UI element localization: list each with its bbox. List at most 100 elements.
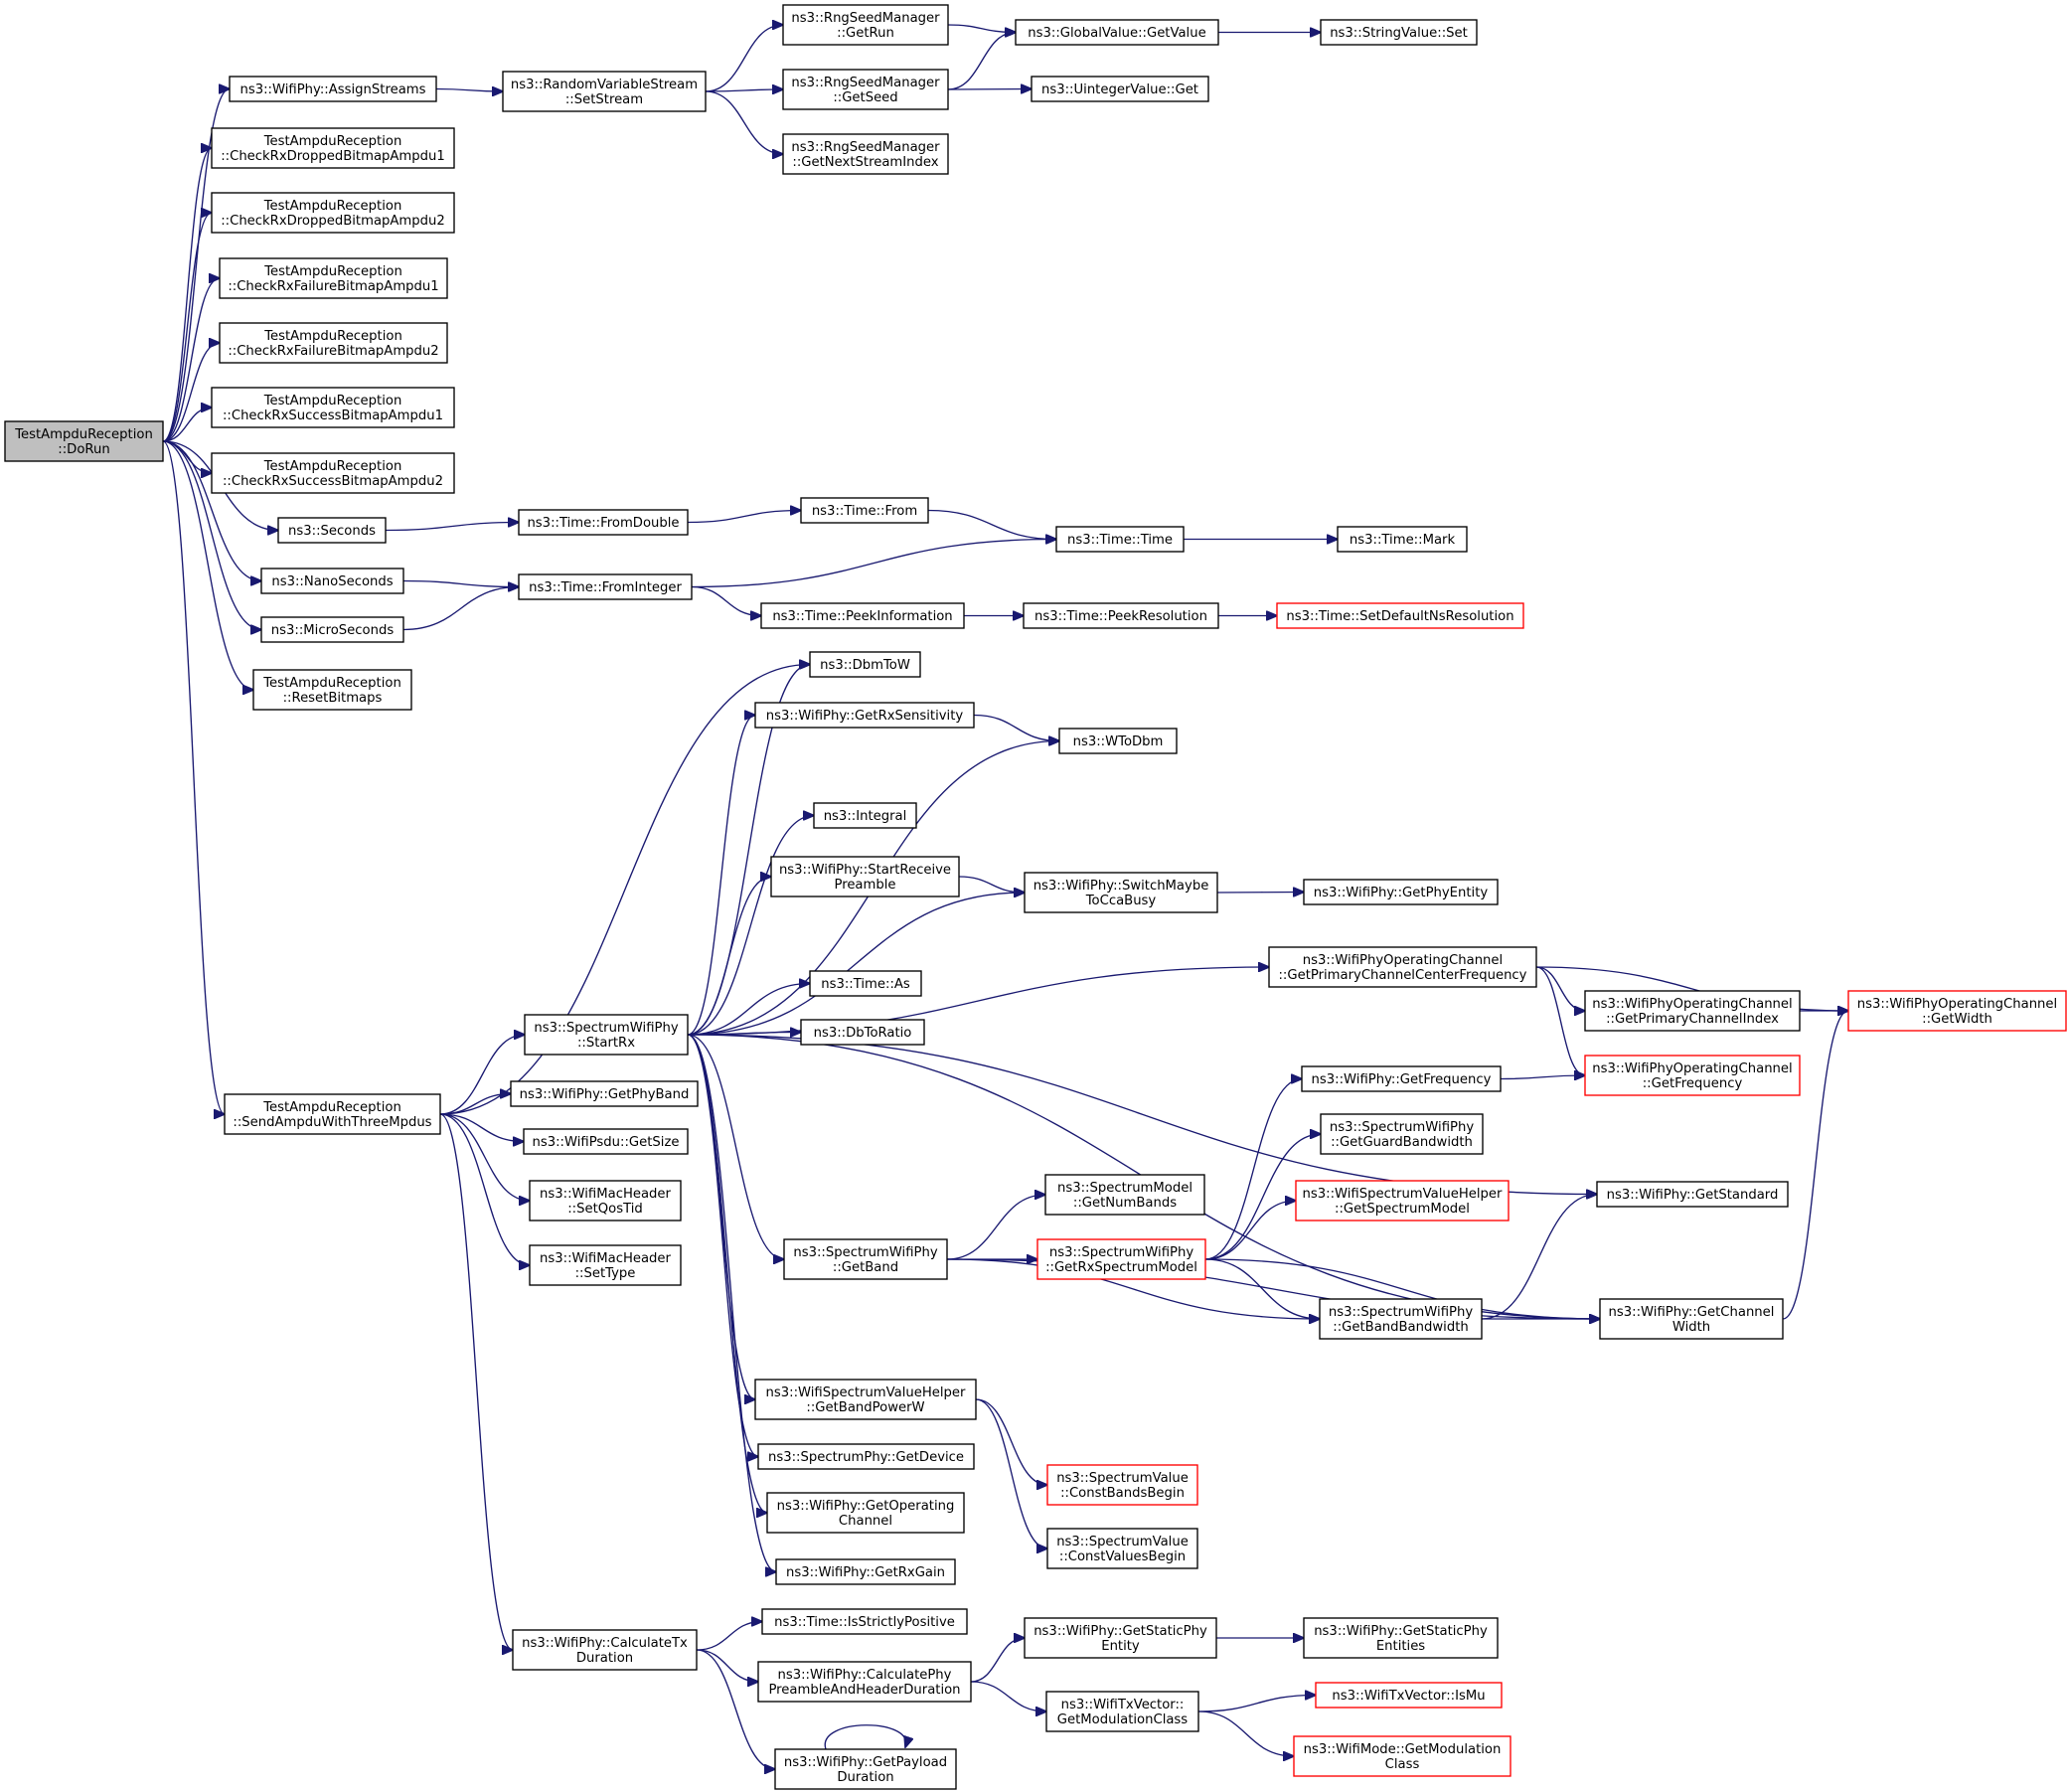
node-n1[interactable]: ns3::WifiPhy::AssignStreams <box>229 76 437 102</box>
node-n27[interactable]: ns3::Time::SetDefaultNsResolution <box>1276 602 1524 629</box>
node-box-n57 <box>1046 1464 1198 1506</box>
node-n35[interactable]: ns3::WifiPhy::GetRxSensitivity <box>754 702 975 729</box>
node-n47[interactable]: ns3::WifiPhy::GetFrequency <box>1301 1065 1502 1092</box>
node-n62[interactable]: ns3::Time::IsStrictlyPositive <box>761 1608 968 1635</box>
nodes-layer: TestAmpduReception::DoRun ns3::WifiPhy::A… <box>4 4 2067 1790</box>
node-n34[interactable]: ns3::DbmToW <box>809 651 921 678</box>
node-n42[interactable]: ns3::DbToRatio <box>800 1019 925 1046</box>
node-n0[interactable]: TestAmpduReception::DoRun <box>4 420 164 462</box>
node-label-n20-0: ns3::Time::FromDouble <box>527 516 679 531</box>
node-box-n30 <box>523 1128 689 1155</box>
node-box-n17 <box>1015 19 1219 46</box>
edge-n43-to-n46 <box>1535 966 1585 1075</box>
node-box-n28 <box>524 1014 689 1056</box>
node-n40[interactable]: ns3::WifiPhy::GetPhyEntity <box>1303 879 1499 905</box>
node-n11[interactable]: TestAmpduReception::ResetBitmaps <box>252 669 412 711</box>
node-n48[interactable]: ns3::SpectrumWifiPhy::GetGuardBandwidth <box>1320 1113 1484 1155</box>
node-n45[interactable]: ns3::WifiPhyOperatingChannel::GetWidth <box>1847 990 2067 1032</box>
node-n52[interactable]: ns3::SpectrumWifiPhy::GetBand <box>783 1238 948 1280</box>
node-box-n44 <box>1584 990 1801 1032</box>
node-label-n63-0: ns3::WifiPhy::CalculatePhy <box>778 1668 952 1683</box>
node-n12[interactable]: TestAmpduReception::SendAmpduWithThreeMp… <box>224 1093 441 1135</box>
node-n28[interactable]: ns3::SpectrumWifiPhy::StartRx <box>524 1014 689 1056</box>
node-label-n68-0: ns3::WifiTxVector::IsMu <box>1332 1689 1485 1704</box>
node-n17[interactable]: ns3::GlobalValue::GetValue <box>1015 19 1219 46</box>
node-n21[interactable]: ns3::Time::FromInteger <box>518 573 693 600</box>
node-n22[interactable]: ns3::Time::From <box>800 497 929 524</box>
node-n43[interactable]: ns3::WifiPhyOperatingChannel::GetPrimary… <box>1268 946 1537 988</box>
node-n56[interactable]: ns3::WifiSpectrumValueHelper::GetBandPow… <box>754 1379 977 1420</box>
node-n69[interactable]: ns3::WifiMode::GetModulationClass <box>1293 1735 1511 1777</box>
node-n57[interactable]: ns3::SpectrumValue::ConstBandsBegin <box>1046 1464 1198 1506</box>
node-n32[interactable]: ns3::WifiMacHeader::SetType <box>529 1244 682 1286</box>
node-label-n14-0: ns3::RngSeedManager <box>791 11 940 26</box>
node-n4[interactable]: TestAmpduReception::CheckRxFailureBitmap… <box>219 257 448 299</box>
node-n68[interactable]: ns3::WifiTxVector::IsMu <box>1315 1682 1503 1709</box>
node-n16[interactable]: ns3::RngSeedManager::GetNextStreamIndex <box>782 133 949 175</box>
node-label-n53-1: ::GetRxSpectrumModel <box>1045 1260 1197 1275</box>
node-n13[interactable]: ns3::RandomVariableStream::SetStream <box>502 71 707 112</box>
node-n41[interactable]: ns3::Time::As <box>809 970 922 997</box>
edge-n52-to-n54 <box>946 1258 1320 1319</box>
node-n46[interactable]: ns3::WifiPhyOperatingChannel::GetFrequen… <box>1584 1055 1801 1096</box>
node-n20[interactable]: ns3::Time::FromDouble <box>518 509 689 536</box>
node-n31[interactable]: ns3::WifiMacHeader::SetQosTid <box>529 1180 682 1222</box>
edge-n13-to-n15 <box>705 89 783 91</box>
node-label-n65-0: ns3::WifiPhy::GetStaticPhy <box>1034 1624 1207 1639</box>
node-n3[interactable]: TestAmpduReception::CheckRxDroppedBitmap… <box>211 192 455 234</box>
node-n50[interactable]: ns3::WifiPhy::GetStandard <box>1596 1181 1789 1208</box>
node-label-n22-0: ns3::Time::From <box>812 504 917 519</box>
node-label-n0-1: ::DoRun <box>58 442 109 457</box>
node-n10[interactable]: ns3::MicroSeconds <box>260 616 404 643</box>
node-n23[interactable]: ns3::Time::Time <box>1055 526 1185 553</box>
node-n6[interactable]: TestAmpduReception::CheckRxSuccessBitmap… <box>211 387 455 428</box>
node-n2[interactable]: TestAmpduReception::CheckRxDroppedBitmap… <box>211 127 455 169</box>
node-n18[interactable]: ns3::UintegerValue::Get <box>1031 76 1209 102</box>
node-n36[interactable]: ns3::WToDbm <box>1058 728 1178 754</box>
node-n49[interactable]: ns3::WifiSpectrumValueHelper::GetSpectru… <box>1295 1180 1510 1222</box>
node-n25[interactable]: ns3::Time::PeekInformation <box>760 602 965 629</box>
edge-n15-to-n18 <box>947 89 1032 90</box>
node-n9[interactable]: ns3::NanoSeconds <box>260 568 404 594</box>
edge-n53-to-n47 <box>1204 1079 1302 1260</box>
node-n19[interactable]: ns3::StringValue::Set <box>1320 19 1478 46</box>
node-n26[interactable]: ns3::Time::PeekResolution <box>1023 602 1219 629</box>
node-n54[interactable]: ns3::SpectrumWifiPhy::GetBandBandwidth <box>1319 1298 1483 1340</box>
edge-n64-to-n64 <box>824 1724 905 1750</box>
node-n30[interactable]: ns3::WifiPsdu::GetSize <box>523 1128 689 1155</box>
node-n8[interactable]: ns3::Seconds <box>277 517 387 544</box>
node-label-n3-1: ::CheckRxDroppedBitmapAmpdu2 <box>221 214 445 229</box>
node-label-n5-1: ::CheckRxFailureBitmapAmpdu2 <box>228 344 438 359</box>
node-label-n36-0: ns3::WToDbm <box>1073 734 1164 749</box>
node-n51[interactable]: ns3::SpectrumModel::GetNumBands <box>1044 1174 1205 1216</box>
node-label-n43-1: ::GetPrimaryChannelCenterFrequency <box>1278 968 1526 983</box>
edge-n0-to-n12 <box>162 440 225 1114</box>
edge-n13-to-n14 <box>705 25 783 92</box>
node-n63[interactable]: ns3::WifiPhy::CalculatePhyPreambleAndHea… <box>757 1661 972 1703</box>
node-n29[interactable]: ns3::WifiPhy::GetPhyBand <box>510 1080 699 1107</box>
node-n61[interactable]: ns3::WifiPhy::GetRxGain <box>775 1558 956 1585</box>
node-n59[interactable]: ns3::SpectrumPhy::GetDevice <box>757 1443 975 1470</box>
node-n14[interactable]: ns3::RngSeedManager::GetRun <box>782 4 949 46</box>
node-box-n34 <box>809 651 921 678</box>
node-box-n37 <box>813 802 917 829</box>
edge-n47-to-n46 <box>1500 1075 1585 1079</box>
edge-n0-to-n3 <box>162 213 212 442</box>
node-n7[interactable]: TestAmpduReception::CheckRxSuccessBitmap… <box>211 452 455 494</box>
node-n67[interactable]: ns3::WifiTxVector::GetModulationClass <box>1045 1691 1199 1732</box>
node-n37[interactable]: ns3::Integral <box>813 802 917 829</box>
node-n24[interactable]: ns3::Time::Mark <box>1337 526 1468 553</box>
node-n5[interactable]: TestAmpduReception::CheckRxFailureBitmap… <box>219 322 448 364</box>
node-n58[interactable]: ns3::SpectrumValue::ConstValuesBegin <box>1046 1528 1198 1569</box>
node-n15[interactable]: ns3::RngSeedManager::GetSeed <box>782 69 949 110</box>
node-n44[interactable]: ns3::WifiPhyOperatingChannel::GetPrimary… <box>1584 990 1801 1032</box>
node-n53[interactable]: ns3::SpectrumWifiPhy::GetRxSpectrumModel <box>1036 1238 1206 1280</box>
